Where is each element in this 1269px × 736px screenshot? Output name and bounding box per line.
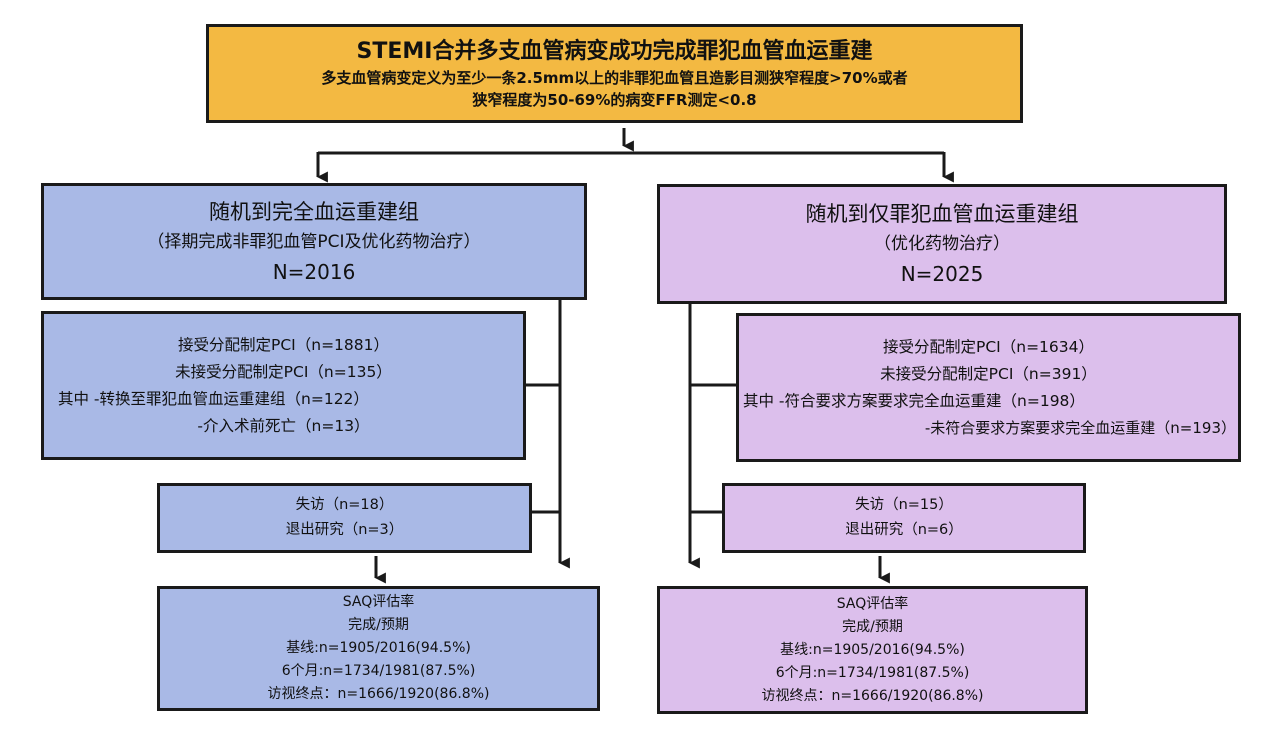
left-lost-followup: 失访（n=18） [295, 497, 394, 513]
left-saq-title: SAQ评估率 [342, 594, 415, 610]
left-saq-baseline: 基线:n=1905/2016(94.5%) [286, 640, 471, 656]
left-alloc-not-received: 未接受分配制定PCI（n=135） [175, 362, 392, 381]
right-lost-followup: 失访（n=15） [855, 497, 953, 513]
left-saq-6month: 6个月:n=1734/1981(87.5%) [281, 663, 476, 679]
right-saq-6month: 6个月:n=1734/1981(87.5%) [775, 664, 970, 681]
right-alloc-received: 接受分配制定PCI（n=1634） [883, 337, 1094, 356]
right-allocation-box: 接受分配制定PCI（n=1634） 未接受分配制定PCI（n=391） 其中 -… [736, 313, 1241, 462]
left-group-n: N=2016 [272, 259, 356, 284]
right-group-title: 随机到仅罪犯血管血运重建组 [805, 202, 1079, 226]
right-saq-endpoint: 访视终点：n=1666/1920(86.8%) [761, 687, 984, 704]
left-allocation-box: 接受分配制定PCI（n=1881） 未接受分配制定PCI（n=135） 其中 -… [41, 311, 526, 460]
inclusion-definition-line2: 狭窄程度为50-69%的病变FFR测定<0.8 [472, 90, 757, 109]
left-saq-box: SAQ评估率 完成/预期 基线:n=1905/2016(94.5%) 6个月:n… [157, 586, 600, 711]
right-loss-box: 失访（n=15） 退出研究（n=6） [722, 483, 1086, 553]
right-withdrawn: 退出研究（n=6） [845, 522, 963, 538]
right-alloc-met-protocol: 其中 -符合要求方案要求完全血运重建（n=198） [743, 391, 1085, 410]
left-withdrawn: 退出研究（n=3） [285, 522, 404, 538]
complete-revasc-group-box: 随机到完全血运重建组 （择期完成非罪犯血管PCI及优化药物治疗） N=2016 [41, 183, 587, 300]
left-alloc-crossover: 其中 -转换至罪犯血管血运重建组（n=122） [58, 389, 369, 408]
left-group-subtitle: （择期完成非罪犯血管PCI及优化药物治疗） [147, 231, 481, 252]
right-group-n: N=2025 [900, 262, 984, 286]
right-saq-title: SAQ评估率 [836, 595, 909, 612]
right-alloc-not-met-protocol: -未符合要求方案要求完全血运重建（n=193） [924, 418, 1236, 437]
inclusion-definition-line1: 多支血管病变定义为至少一条2.5mm以上的非罪犯血管且造影目测狭窄程度>70%或… [321, 68, 908, 87]
left-saq-subtitle: 完成/预期 [348, 617, 409, 633]
left-group-title: 随机到完全血运重建组 [209, 199, 419, 224]
culprit-only-group-box: 随机到仅罪犯血管血运重建组 （优化药物治疗） N=2025 [657, 184, 1227, 304]
right-alloc-not-received: 未接受分配制定PCI（n=391） [880, 364, 1097, 383]
right-group-subtitle: （优化药物治疗） [874, 234, 1010, 254]
right-saq-box: SAQ评估率 完成/预期 基线:n=1905/2016(94.5%) 6个月:n… [657, 586, 1088, 714]
inclusion-box: STEMI合并多支血管病变成功完成罪犯血管血运重建 多支血管病变定义为至少一条2… [206, 24, 1023, 123]
left-saq-endpoint: 访视终点：n=1666/1920(86.8%) [267, 686, 490, 702]
right-saq-subtitle: 完成/预期 [842, 618, 903, 635]
right-saq-baseline: 基线:n=1905/2016(94.5%) [780, 641, 965, 658]
left-alloc-death: -介入术前死亡（n=13） [197, 416, 370, 435]
inclusion-title: STEMI合并多支血管病变成功完成罪犯血管血运重建 [356, 38, 873, 64]
left-loss-box: 失访（n=18） 退出研究（n=3） [157, 483, 532, 553]
left-alloc-received: 接受分配制定PCI（n=1881） [178, 335, 389, 354]
